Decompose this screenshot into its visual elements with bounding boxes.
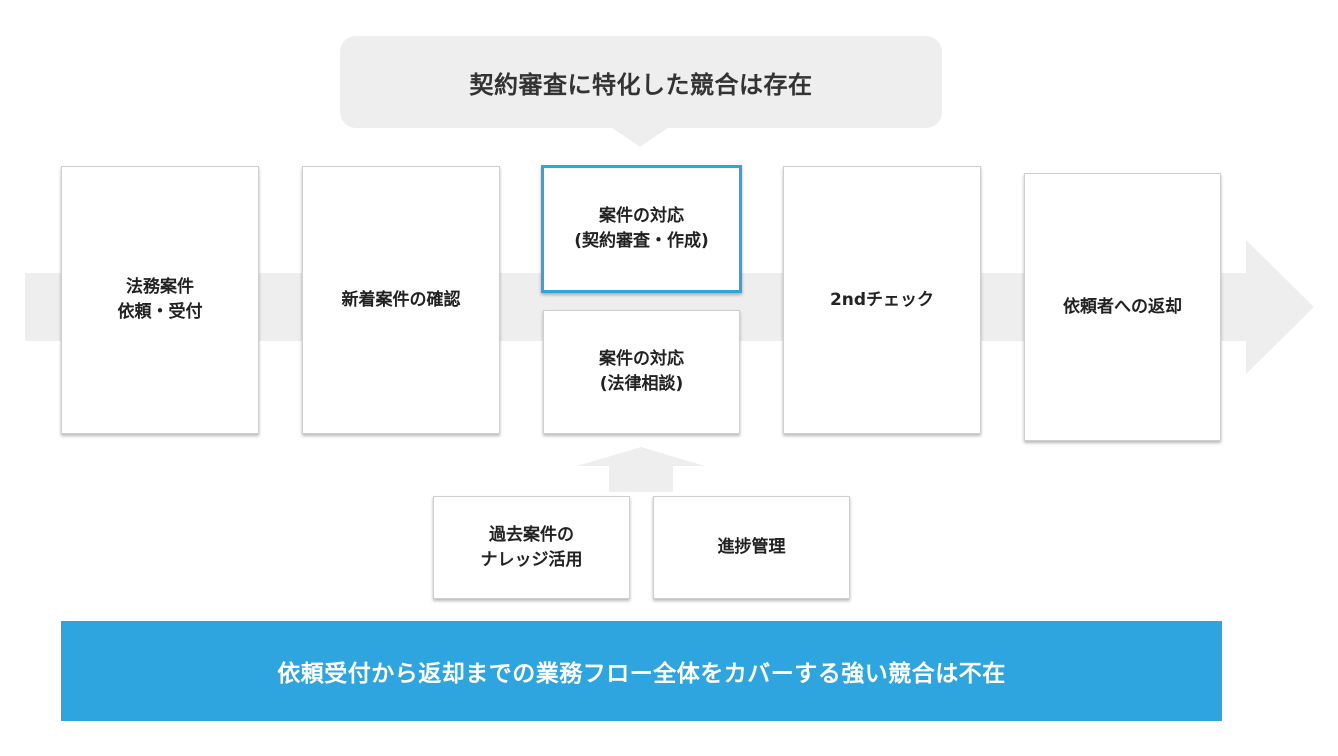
bubble-tail (611, 127, 669, 147)
feature-knowledge-reuse: 過去案件の ナレッジ活用 (433, 496, 630, 599)
feature-progress-management: 進捗管理 (653, 496, 850, 599)
step-second-check: 2ndチェック (783, 166, 981, 434)
step-request-intake: 法務案件 依頼・受付 (61, 166, 259, 434)
step-return-to-requester: 依頼者への返却 (1024, 173, 1221, 441)
step-contract-review: 案件の対応 (契約審査・作成) (541, 165, 742, 293)
step-legal-consultation: 案件の対応 (法律相談) (543, 310, 740, 434)
step-new-case-review: 新着案件の確認 (302, 166, 500, 434)
conclusion-banner: 依頼受付から返却までの業務フロー全体をカバーする強い競合は不在 (61, 621, 1222, 721)
competitor-note-bubble: 契約審査に特化した競合は存在 (340, 36, 942, 128)
